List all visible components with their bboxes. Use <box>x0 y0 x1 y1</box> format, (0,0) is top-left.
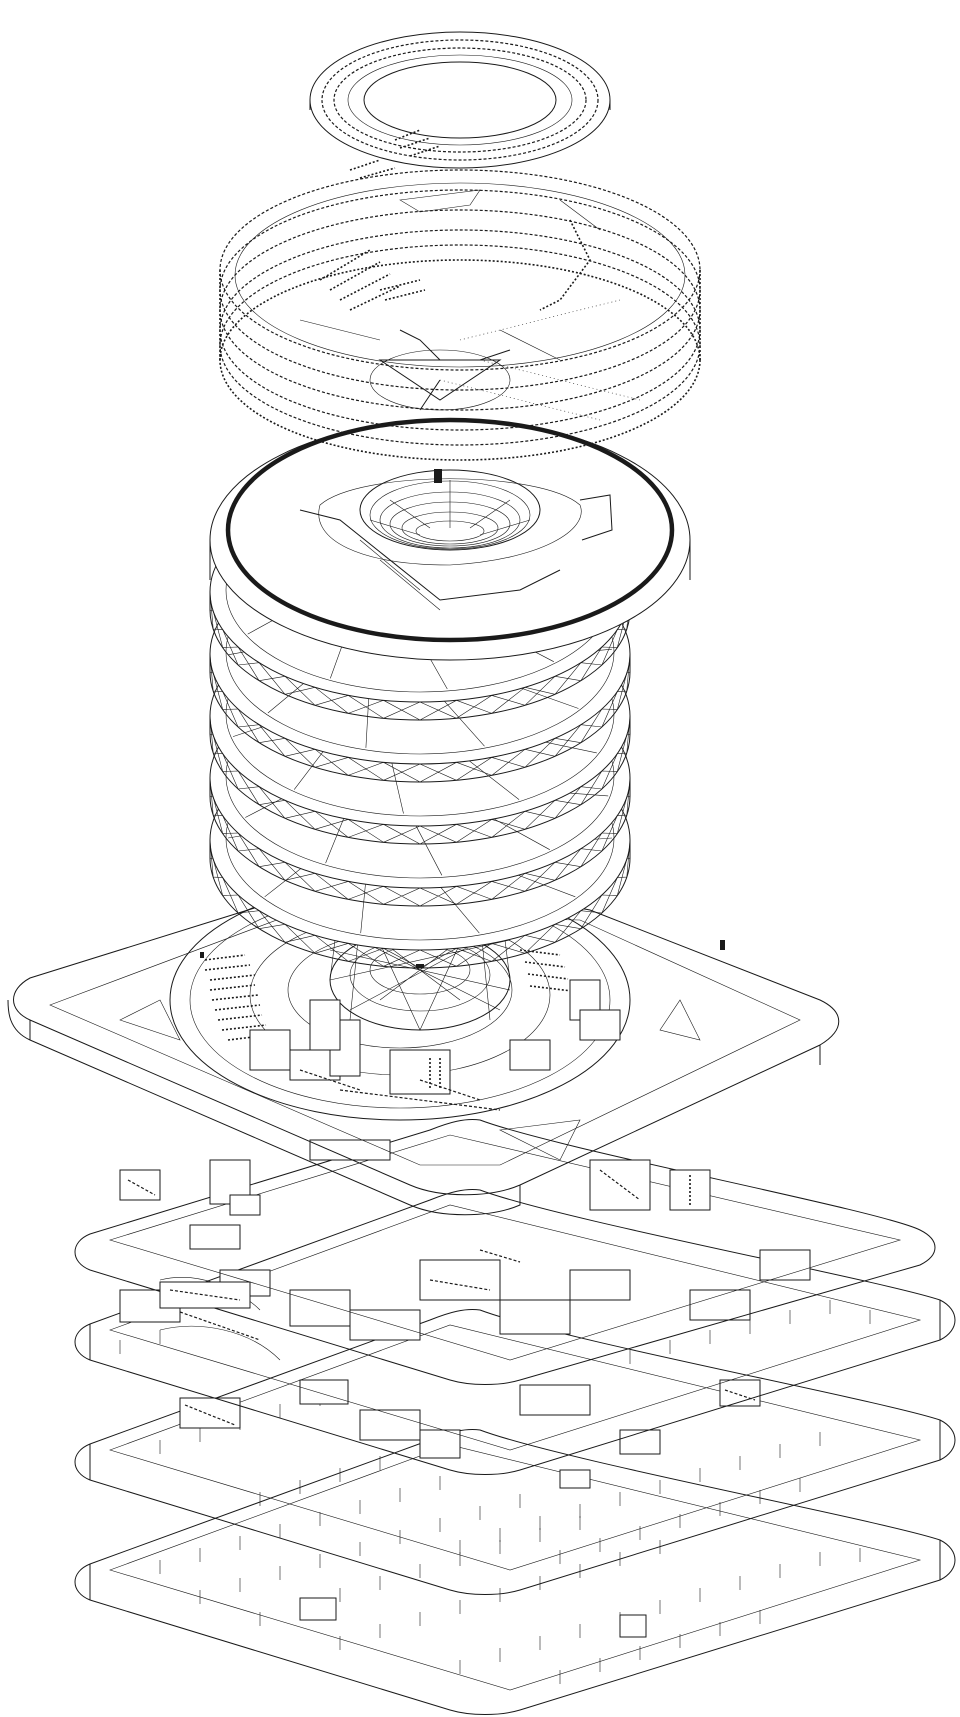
basement-2-columns <box>159 1392 821 1564</box>
basement-1-columns <box>119 1300 871 1364</box>
basement-1-slab <box>74 1189 956 1475</box>
perforated-drum <box>219 169 701 461</box>
basement-top-slab <box>74 1119 936 1385</box>
auditorium-level <box>209 417 691 661</box>
plaza-seating-right <box>519 949 573 992</box>
drum-interior <box>299 199 641 421</box>
plaza-rooms <box>249 979 621 1095</box>
top-basement-rooms <box>119 1139 711 1311</box>
lattice-core <box>309 884 511 1051</box>
auditorium-bowl-rows <box>369 480 531 550</box>
plaza-seating-left <box>204 954 271 1041</box>
basement-3-slab <box>74 1429 956 1715</box>
basement-3-columns <box>159 1476 861 1684</box>
basement-2-rooms <box>179 1379 761 1459</box>
basement-2-slab <box>74 1309 956 1595</box>
roof-ring <box>309 31 611 213</box>
basement-1-rooms <box>119 1249 811 1361</box>
